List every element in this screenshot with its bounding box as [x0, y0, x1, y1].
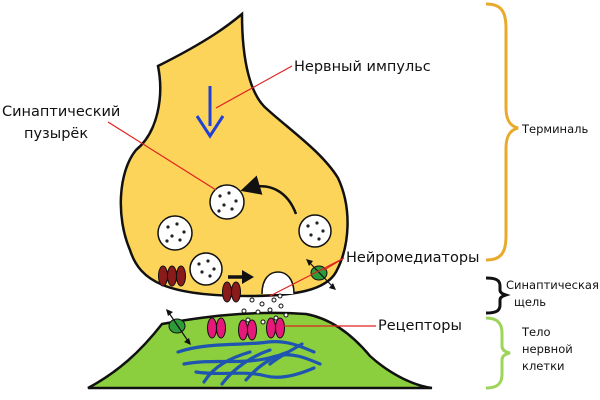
fusing-vesicle — [261, 271, 295, 295]
vesicle — [157, 215, 193, 251]
impulse-label: Нервный импульс — [294, 59, 431, 75]
presynaptic-channel — [222, 281, 241, 303]
presynaptic-transporter — [306, 259, 336, 290]
cell-body-label-line3: клетки — [522, 359, 565, 373]
vesicle — [189, 252, 223, 286]
receptors-label: Рецепторы — [378, 318, 462, 334]
vesicle — [298, 214, 332, 248]
cell-body-brace — [485, 316, 511, 390]
vesicle-label-line1: Синаптический — [2, 104, 120, 120]
cytoskeleton-filaments — [176, 340, 322, 386]
axon-terminal — [119, 11, 349, 298]
receptor — [266, 317, 285, 339]
cell-body-label-line1: Тело — [521, 325, 551, 339]
postsynaptic-transporter — [166, 309, 191, 345]
recycling-arrow — [240, 175, 298, 215]
vesicle — [209, 184, 245, 220]
neurotransmitters-label: Нейромедиаторы — [346, 250, 480, 266]
cleft-label-line2: щель — [514, 295, 546, 309]
leader-lines — [107, 65, 376, 327]
impulse-arrow — [195, 86, 225, 139]
terminal-brace — [485, 2, 519, 262]
receptor — [207, 317, 226, 339]
neurotransmitters — [241, 293, 289, 325]
cell-body-label-line2: нервной — [522, 342, 573, 356]
presynaptic-channel — [158, 265, 186, 287]
receptor — [238, 319, 257, 341]
cleft-label-line1: Синаптическая — [506, 278, 599, 292]
synaptic-cleft-brace — [485, 276, 511, 315]
terminal-label: Терминаль — [521, 122, 588, 136]
vesicle-movement-arrow — [228, 270, 254, 284]
vesicle-label-line2: пузырёк — [24, 126, 88, 142]
